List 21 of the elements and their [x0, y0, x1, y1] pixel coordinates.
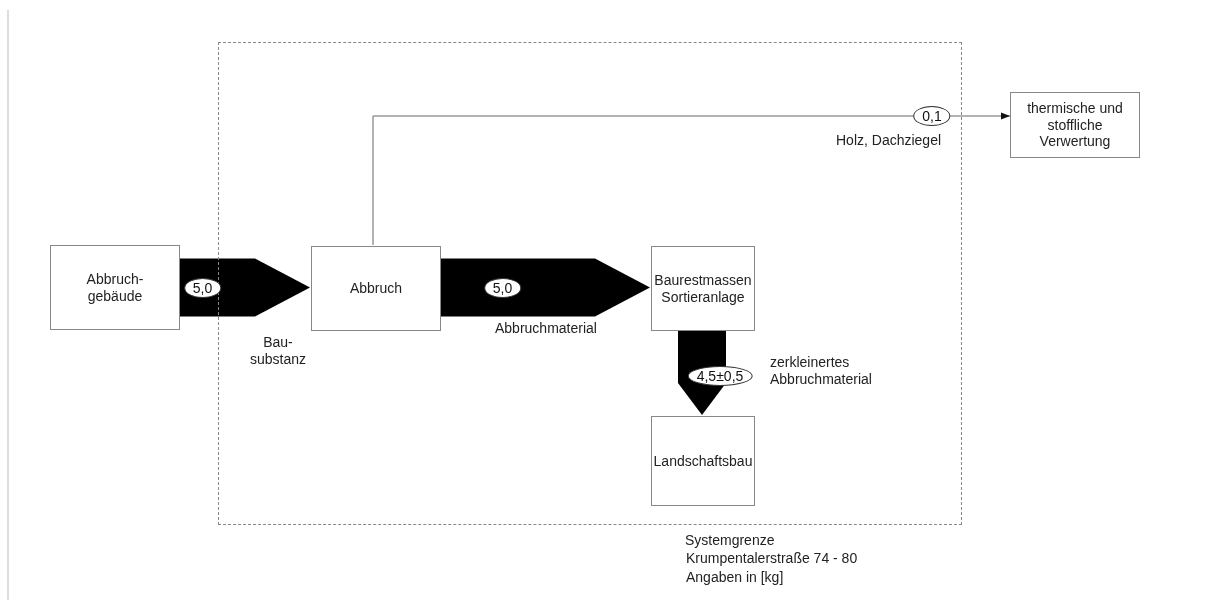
node-label: Baurestmassen Sortieranlage — [653, 271, 753, 306]
flow-label: Angaben in [kg] — [686, 569, 784, 586]
node-label: Landschaftsbau — [653, 452, 753, 470]
node-label: thermische und stoffliche Verwertung — [1026, 99, 1124, 151]
flow-label: Krumpentalerstraße 74 - 80 — [686, 550, 858, 567]
arrow — [372, 112, 1011, 246]
flow-arrow — [180, 258, 310, 317]
node-label: Abbruch-gebäude — [85, 270, 145, 305]
process-box — [311, 246, 441, 331]
boundary-label: Systemgrenze — [685, 532, 775, 549]
flow-arrow — [440, 258, 650, 317]
flow-value: 0,1 — [913, 106, 951, 126]
flow-label: zerkleinertes Abbruchmaterial — [770, 354, 873, 388]
node-label: Abbruch — [349, 280, 403, 297]
process-box — [1010, 92, 1140, 158]
process-box — [50, 245, 180, 330]
flow-label: Bau-substanz — [248, 334, 307, 368]
flow-label: Abbruchmaterial — [495, 320, 597, 337]
process-box — [651, 416, 755, 506]
process-box — [651, 246, 755, 331]
flow-label: Holz, Dachziegel — [836, 132, 942, 149]
